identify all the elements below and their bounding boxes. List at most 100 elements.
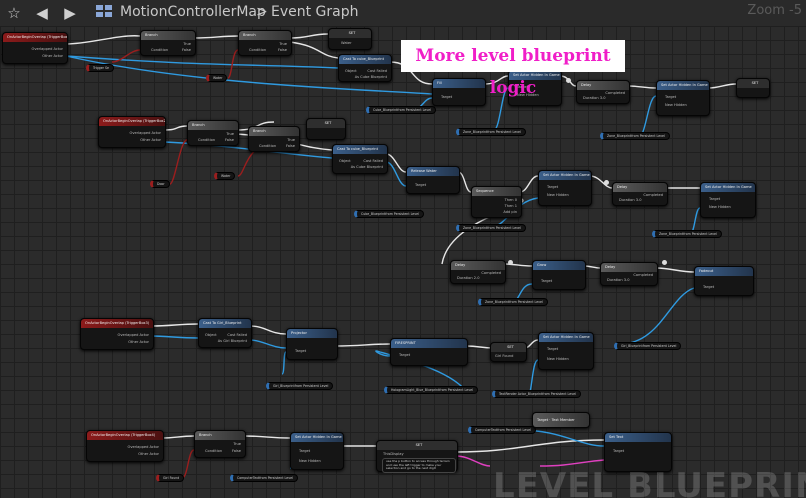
- arrow-left-icon[interactable]: ◀: [36, 4, 48, 22]
- fill-node[interactable]: Fill Target: [432, 78, 486, 106]
- pin-new-hidden[interactable]: New Hidden: [709, 205, 731, 209]
- grow-node[interactable]: Grow Target: [532, 260, 586, 290]
- event-begin-overlap-3[interactable]: OnActorBeginOverlap (TriggerBox3) Overla…: [80, 318, 154, 350]
- duration-value[interactable]: 3.0: [623, 278, 630, 282]
- pin-cast-failed[interactable]: Cast Failed: [227, 333, 247, 337]
- pin-other-actor[interactable]: Other Actor: [128, 340, 149, 344]
- var-zone-blueprint-2[interactable]: Zone_Blueprintfrom Persistent Level: [600, 132, 670, 140]
- delay-node-2[interactable]: Delay Completed Duration 3.0: [612, 182, 668, 206]
- pin-target[interactable]: Target: [441, 95, 453, 99]
- pin-overlapped-actor[interactable]: Overlapped Actor: [117, 333, 150, 337]
- pin-target[interactable]: Target: [547, 185, 559, 189]
- fadeout-node[interactable]: Fadeout Target: [694, 266, 754, 296]
- pin-completed[interactable]: Completed: [643, 193, 663, 197]
- set-girl-found-node[interactable]: SET Girl Found: [490, 342, 527, 362]
- pin-condition[interactable]: Condition: [198, 138, 216, 142]
- pin-as-girl[interactable]: As Girl Blueprint: [217, 339, 247, 343]
- pin-true[interactable]: True: [226, 132, 234, 136]
- pin-as-cube[interactable]: As Cube Blueprint: [350, 165, 383, 169]
- branch-node-3[interactable]: Branch True False Condition: [187, 120, 239, 146]
- var-girl-blueprint-2[interactable]: Girl_Blueprintfrom Persistent Level: [614, 342, 682, 350]
- var-door[interactable]: Door: [150, 180, 170, 188]
- pin-condition[interactable]: Condition: [205, 449, 223, 453]
- cast-to-girl-node[interactable]: Cast To Girl_Blueprint Object Cast Faile…: [198, 318, 252, 348]
- pin-true[interactable]: True: [233, 442, 241, 446]
- var-girl-blueprint[interactable]: Girl_Blueprintfrom Persistent Level: [266, 382, 334, 390]
- var-cube-blueprint-1[interactable]: Cube_Blueprintfrom Persistent Level: [366, 106, 437, 114]
- pin-water[interactable]: Water: [341, 41, 352, 45]
- pin-other-actor[interactable]: Other Actor: [140, 138, 161, 142]
- set-node-2[interactable]: SET: [736, 78, 770, 98]
- release-water-node[interactable]: Release Water Target: [406, 166, 460, 194]
- pin-true[interactable]: True: [287, 138, 295, 142]
- event-begin-overlap-2[interactable]: OnActorBeginOverlap (TriggerBox2) Overla…: [98, 116, 166, 148]
- pin-new-hidden[interactable]: New Hidden: [547, 357, 569, 361]
- pin-false[interactable]: False: [181, 48, 191, 52]
- pin-target[interactable]: Target: [547, 347, 559, 351]
- pin-target[interactable]: Target: [613, 449, 625, 453]
- set-hidden-node-3[interactable]: Set Actor Hidden In Game Target New Hidd…: [538, 170, 592, 206]
- delay-node-1[interactable]: Delay Completed Duration 3.0: [576, 80, 630, 104]
- var-computer-text[interactable]: ComputerTextfrom Persistent Level: [230, 474, 298, 482]
- set-hidden-node-1[interactable]: Set Actor Hidden In Game Target New Hidd…: [508, 70, 562, 106]
- pin-condition[interactable]: Condition: [151, 48, 169, 52]
- pin-duration[interactable]: Duration 3.0: [619, 198, 641, 202]
- pin-false[interactable]: False: [231, 449, 241, 453]
- pin-this-display[interactable]: ThisDisplay: [383, 452, 404, 456]
- pin-target[interactable]: Target: [299, 449, 311, 453]
- pin-true[interactable]: True: [183, 42, 191, 46]
- set-hidden-node-5[interactable]: Set Actor Hidden In Game Target New Hidd…: [538, 332, 594, 370]
- set-hidden-node-6[interactable]: Set Actor Hidden In Game Target New Hidd…: [290, 432, 344, 470]
- pin-target[interactable]: Target: [665, 95, 677, 99]
- pin-target[interactable]: Target: [295, 349, 307, 353]
- pin-new-hidden[interactable]: New Hidden: [517, 93, 539, 97]
- branch-node-2[interactable]: Branch True False Condition: [238, 30, 292, 56]
- breadcrumb-map[interactable]: MotionControllerMap: [120, 4, 266, 20]
- pin-false[interactable]: False: [277, 48, 287, 52]
- var-computer-text-2[interactable]: ComputerTextfrom Persistent Level: [468, 426, 536, 434]
- delay-node-4[interactable]: Delay Completed Duration 3.0: [600, 262, 658, 286]
- event-begin-overlap-4[interactable]: OnActorBeginOverlap (TriggerBox4) Overla…: [86, 430, 164, 462]
- pin-overlapped-actor[interactable]: Overlapped Actor: [31, 47, 64, 51]
- pin-new-hidden[interactable]: New Hidden: [547, 193, 569, 197]
- set-hidden-node-2[interactable]: Set Actor Hidden In Game Target New Hidd…: [656, 80, 710, 116]
- var-trigger-se[interactable]: Trigger Se: [86, 64, 114, 72]
- pin-cast-failed[interactable]: Cast Failed: [367, 69, 387, 73]
- set-node-1[interactable]: SET Water: [328, 28, 372, 50]
- pin-new-hidden[interactable]: New Hidden: [665, 103, 687, 107]
- var-textrender[interactable]: TextRender Actor_Blueprintfrom Persisten…: [492, 390, 581, 398]
- pin-false[interactable]: False: [224, 138, 234, 142]
- pin-text-member[interactable]: Text Member: [551, 418, 575, 422]
- set-hidden-node-4[interactable]: Set Actor Hidden In Game Target New Hidd…: [700, 182, 756, 218]
- pin-target[interactable]: Target: [415, 183, 427, 187]
- text-member-node[interactable]: Target · Text Member: [532, 412, 590, 428]
- fire-sprint-node[interactable]: FIRESPRINT Target: [390, 338, 468, 366]
- arrow-right-icon[interactable]: ▶: [64, 4, 76, 22]
- var-zone-blueprint-3[interactable]: Zone_Blueprintfrom Persistent Level: [456, 224, 526, 232]
- pin-overlapped-actor[interactable]: Overlapped Actor: [127, 445, 160, 449]
- var-girl-found[interactable]: Girl Found: [156, 474, 185, 482]
- branch-node-5[interactable]: Branch True False Condition: [194, 430, 246, 458]
- pin-as-cube[interactable]: As Cube Blueprint: [354, 75, 387, 79]
- pin-target[interactable]: Target: [703, 285, 715, 289]
- delay-node-3[interactable]: Delay Completed Duration 2.0: [450, 260, 506, 284]
- pin-duration[interactable]: Duration 3.0: [607, 278, 629, 282]
- pin-other-actor[interactable]: Other Actor: [138, 452, 159, 456]
- breadcrumb-graph[interactable]: Event Graph: [271, 4, 359, 20]
- projector-node[interactable]: Projector Target: [286, 328, 338, 360]
- var-zone-blueprint-5[interactable]: Zone_Blueprintfrom Persistent Level: [478, 298, 548, 306]
- pin-then0[interactable]: Then 0: [504, 198, 517, 202]
- pin-target[interactable]: Target: [537, 418, 549, 422]
- pin-other-actor[interactable]: Other Actor: [42, 54, 63, 58]
- pin-cast-failed[interactable]: Cast Failed: [363, 159, 383, 163]
- branch-node-4[interactable]: Branch True False Condition: [248, 126, 300, 152]
- pin-target[interactable]: Target: [399, 353, 411, 357]
- star-icon[interactable]: ☆: [7, 4, 21, 22]
- sequence-node[interactable]: Sequence Then 0 Then 1 Add pin: [471, 186, 522, 218]
- var-water[interactable]: Water: [206, 74, 228, 82]
- pin-object[interactable]: Object: [345, 69, 357, 73]
- pin-false[interactable]: False: [285, 144, 295, 148]
- pin-duration[interactable]: Duration 2.0: [457, 276, 479, 280]
- var-hologram[interactable]: HologramLight_Blue_Blueprintfrom Persist…: [384, 386, 478, 394]
- pin-add[interactable]: Add pin: [503, 210, 517, 214]
